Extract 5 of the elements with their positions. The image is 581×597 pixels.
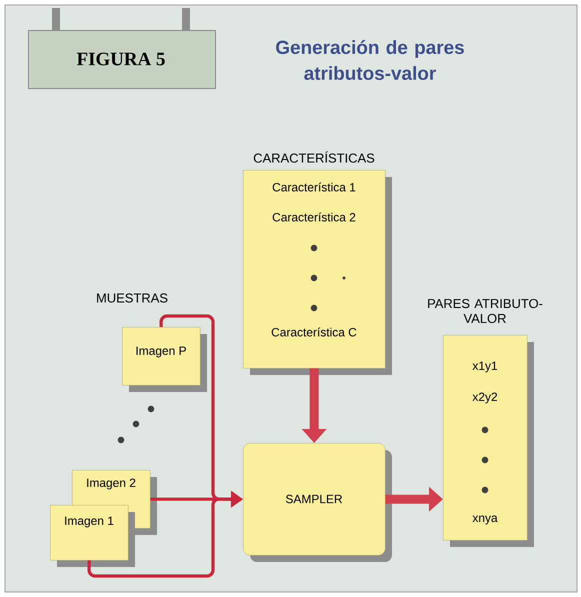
title: Generación de pares atributos-valor — [276, 40, 464, 80]
figure-number: FIGURA 5 — [76, 52, 165, 66]
box-heading: PARES ATRIBUTO-VALOR — [428, 298, 542, 324]
group-label: MUESTRAS — [97, 293, 168, 303]
box-heading: CARACTERÍSTICAS — [254, 151, 374, 163]
